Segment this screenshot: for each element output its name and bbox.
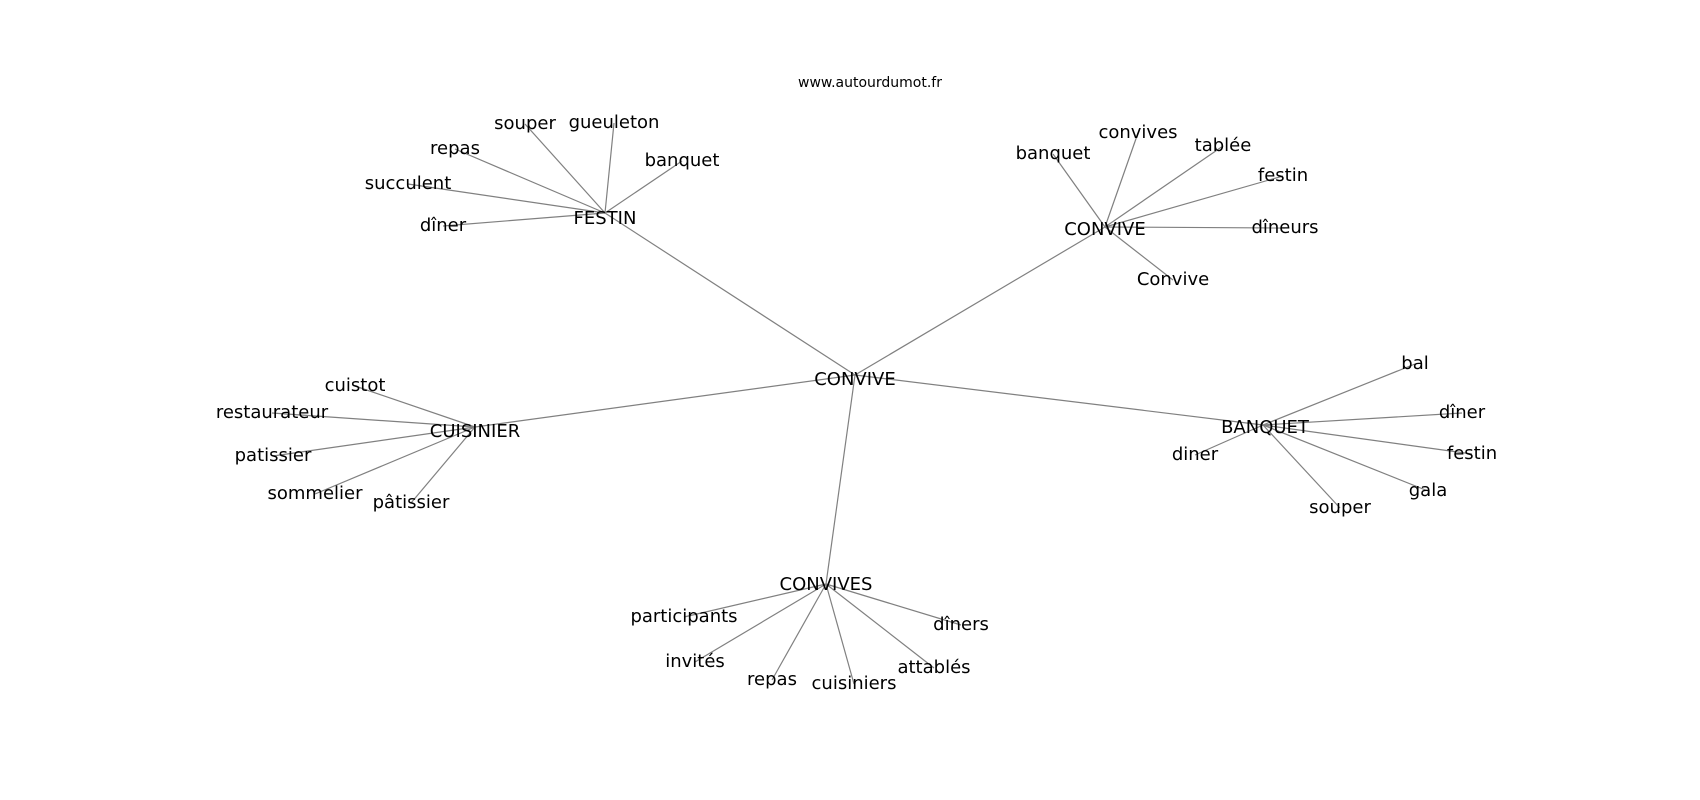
edge-banquet-word — [1262, 424, 1473, 455]
word-node: repas — [430, 138, 480, 159]
word-node: dîner — [1439, 402, 1486, 423]
word-node: pâtissier — [373, 492, 450, 513]
edge-convive-word — [1104, 226, 1286, 229]
edge-banquet-word — [1194, 424, 1264, 456]
edge-root-cuisinier — [474, 374, 856, 428]
word-node: gala — [1409, 480, 1448, 501]
edge-convives-word — [825, 583, 855, 685]
word-node: repas — [747, 669, 797, 690]
word-node: cuistot — [325, 375, 386, 396]
word-node: cuisiniers — [812, 673, 897, 694]
edge-festin-word — [442, 212, 606, 227]
word-node: tablée — [1195, 135, 1252, 156]
edge-festin-word — [604, 160, 683, 214]
word-node: festin — [1258, 165, 1308, 186]
edge-convives-word — [825, 583, 935, 669]
edge-cuisinier-word — [271, 412, 476, 428]
word-node: restaurateur — [216, 402, 329, 423]
word-node: sommelier — [267, 483, 363, 504]
word-node: dîner — [420, 215, 467, 236]
edge-cuisinier-word — [354, 385, 476, 428]
edges-layer — [271, 122, 1473, 685]
labels-layer: www.autourdumot.fr CONVIVE FESTIN souper gu… — [216, 75, 1497, 694]
edge-root-convive — [854, 226, 1106, 376]
edge-cuisinier-word — [314, 426, 476, 495]
word-node: festin — [1447, 443, 1497, 464]
word-node: Convive — [1137, 269, 1209, 290]
cluster-node-convive: CONVIVE — [1064, 219, 1146, 240]
edge-convive-word — [1104, 175, 1284, 228]
cluster-node-convives: CONVIVES — [780, 574, 873, 595]
edge-convive-word — [1104, 132, 1139, 228]
word-node: invités — [665, 651, 725, 672]
edge-cuisinier-word — [410, 426, 476, 504]
word-node: gueuleton — [569, 112, 660, 133]
word-node: convives — [1098, 122, 1177, 143]
edge-convives-word — [771, 583, 827, 681]
word-node: succulent — [365, 173, 452, 194]
word-node: banquet — [645, 150, 720, 171]
edge-cuisinier-word — [272, 426, 476, 457]
edge-convive-word — [1052, 153, 1106, 228]
cluster-node-cuisinier: CUISINIER — [430, 421, 520, 442]
center-node-label: CONVIVE — [814, 369, 896, 390]
word-node: banquet — [1016, 143, 1091, 164]
edge-convives-word — [683, 583, 827, 618]
edge-festin-word — [524, 123, 606, 214]
edge-root-banquet — [854, 374, 1264, 426]
cluster-node-banquet: BANQUET — [1221, 417, 1310, 438]
word-node: dîners — [933, 614, 989, 635]
edge-festin-word — [604, 122, 615, 214]
cluster-node-festin: FESTIN — [574, 208, 637, 229]
edge-root-festin — [604, 212, 856, 376]
edge-banquet-word — [1262, 412, 1463, 426]
edge-banquet-word — [1262, 363, 1416, 426]
edge-banquet-word — [1262, 424, 1341, 509]
word-node: attablés — [897, 657, 970, 678]
edge-festin-word — [407, 183, 606, 214]
source-url: www.autourdumot.fr — [798, 75, 942, 91]
word-node: souper — [494, 113, 556, 134]
word-node: souper — [1309, 497, 1371, 518]
word-node: patissier — [235, 445, 312, 466]
word-node: bal — [1401, 353, 1428, 374]
word-node: dîneurs — [1251, 217, 1318, 238]
edge-root-convives — [825, 374, 856, 585]
word-node: participants — [630, 606, 737, 627]
edge-banquet-word — [1262, 424, 1429, 492]
word-node: diner — [1172, 444, 1219, 465]
edge-convive-word — [1104, 226, 1174, 281]
edge-convive-word — [1104, 145, 1224, 228]
edge-convives-word — [694, 583, 827, 663]
edge-convives-word — [825, 583, 962, 626]
edge-festin-word — [454, 148, 606, 214]
